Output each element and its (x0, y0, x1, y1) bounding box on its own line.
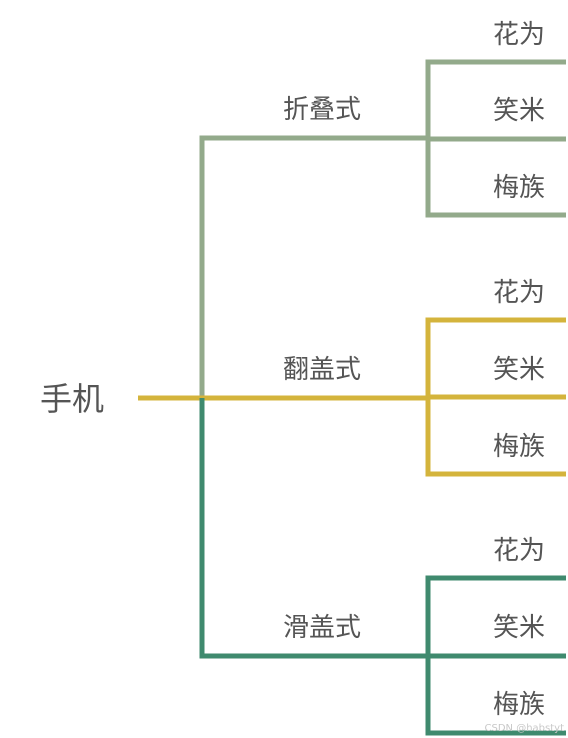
trunk-connector-bottom (199, 398, 428, 659)
root-node-label: 手机 (40, 380, 104, 418)
leaf-label: 笑米 (493, 613, 545, 643)
leaf-connector-1 (425, 59, 566, 218)
watermark-text: CSDN @habstyt (485, 723, 565, 734)
leaf-label: 笑米 (493, 355, 545, 385)
leaf-label: 花为 (493, 20, 545, 50)
leaf-label: 花为 (493, 536, 545, 566)
leaf-label: 笑米 (493, 96, 545, 126)
leaf-label: 梅族 (493, 173, 545, 203)
leaf-label: 梅族 (493, 690, 545, 720)
trunk-connector-top (199, 135, 428, 398)
category-label-2: 翻盖式 (283, 355, 361, 385)
category-label-1: 折叠式 (283, 95, 361, 125)
leaf-label: 花为 (493, 278, 545, 308)
leaf-connector-2 (425, 317, 566, 477)
leaf-label: 梅族 (493, 432, 545, 462)
connector-lines (138, 59, 566, 736)
category-label-3: 滑盖式 (283, 613, 361, 643)
leaf-connector-3 (425, 575, 566, 736)
